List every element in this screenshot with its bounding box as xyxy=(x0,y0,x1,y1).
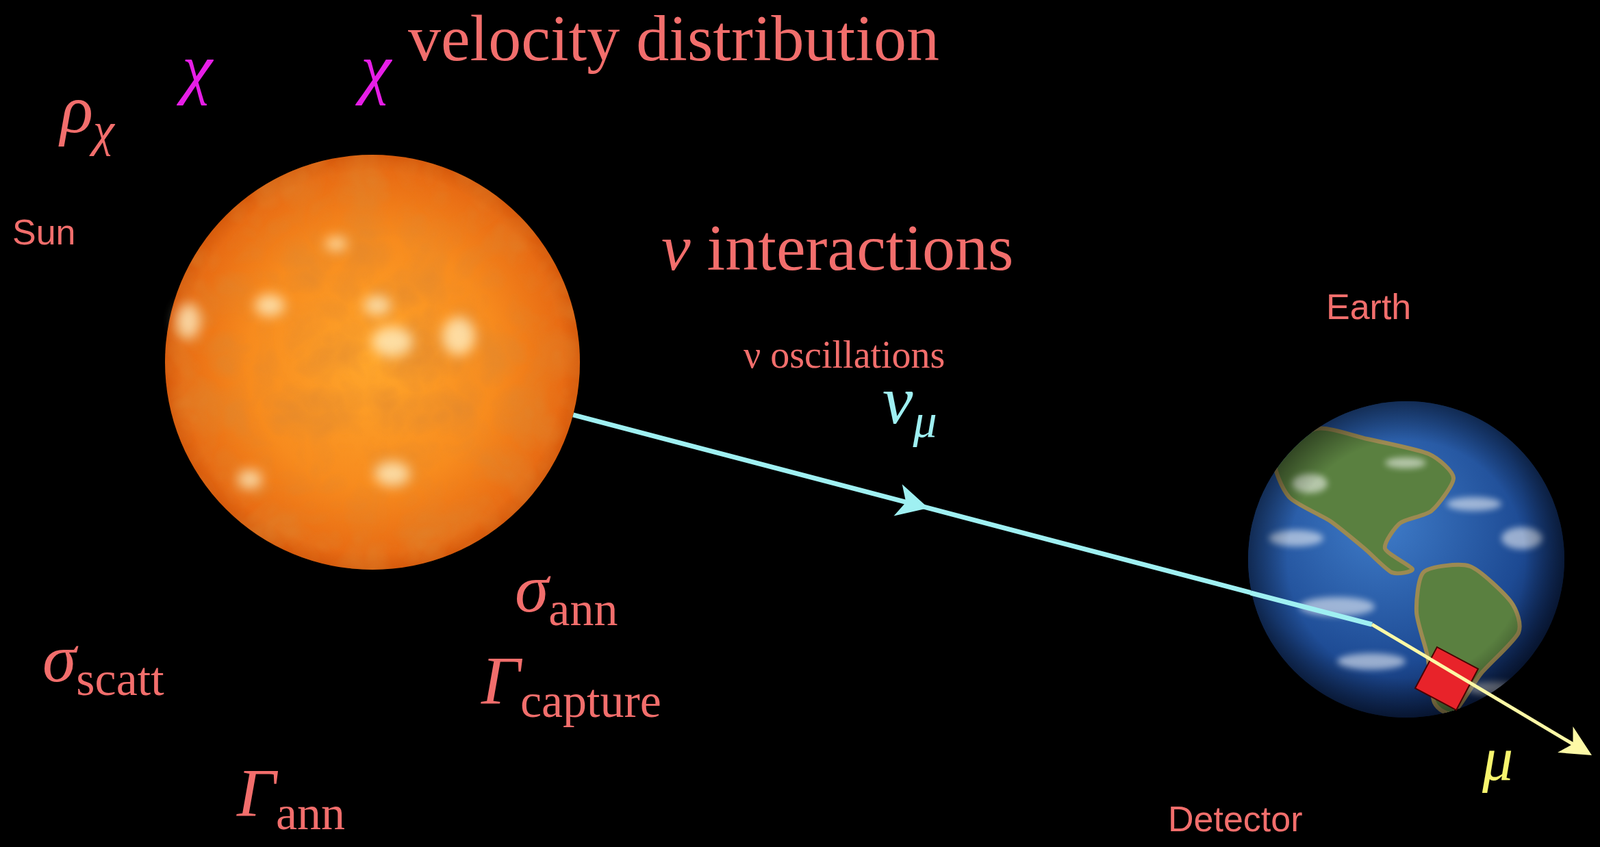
muon-arrowhead xyxy=(1557,726,1592,756)
sun-body: Sun xyxy=(164,154,580,570)
detector-box: Detector xyxy=(1419,651,1475,706)
math-symbol: σscatt xyxy=(42,624,165,693)
label-slot: Γcapture xyxy=(481,646,662,715)
body-name: Earth xyxy=(1326,288,1412,325)
parameter-label: velocity distribution xyxy=(408,5,940,72)
label-slot: μ xyxy=(1482,728,1514,791)
math-symbol: Γann xyxy=(236,758,346,828)
parameter-label: ν interactions xyxy=(661,214,1014,281)
sun-body-shape xyxy=(164,154,580,570)
label-slot: χ xyxy=(182,34,213,103)
symbol-main: σ xyxy=(42,620,76,697)
sun-spot xyxy=(363,295,391,315)
label-slot: ν oscillations xyxy=(743,335,945,374)
earth-ocean xyxy=(1248,401,1565,718)
sun-disc xyxy=(164,154,580,570)
text-slot: Sun xyxy=(12,214,76,250)
parameter-label: ν oscillations xyxy=(743,335,945,374)
detector-box-shape xyxy=(1419,651,1475,706)
symbol-main: χ xyxy=(182,30,213,107)
sun-spot xyxy=(325,236,348,251)
earth-shade xyxy=(1248,401,1565,718)
sun-spot xyxy=(175,303,201,339)
symbol-subscript: ann xyxy=(548,582,618,636)
muon-track xyxy=(1372,624,1574,745)
detector-name: Detector xyxy=(1167,801,1303,837)
text-slot: Earth xyxy=(1326,288,1412,325)
symbol-main: Γ xyxy=(481,642,521,719)
math-symbol: Γcapture xyxy=(481,646,662,715)
particle-symbol: χ xyxy=(360,34,391,103)
symbol-subscript: capture xyxy=(520,674,662,728)
neutrino-path xyxy=(573,414,1252,593)
text-slot: Detector xyxy=(1167,801,1303,837)
sun-spot xyxy=(374,461,411,487)
detector-volume xyxy=(1415,646,1479,710)
sun-spot xyxy=(371,326,413,357)
math-symbol: ρχ xyxy=(60,75,115,144)
edge-label-slot: νμ xyxy=(882,366,938,435)
symbol-subscript: ann xyxy=(275,786,346,840)
label-slot: χ xyxy=(360,34,391,103)
label-slot: σscatt xyxy=(42,624,165,693)
earth-body: EarthDetector xyxy=(1248,401,1565,718)
symbol-main: σ xyxy=(514,550,549,627)
symbol-main: Γ xyxy=(236,754,276,831)
sun-spot xyxy=(237,469,263,489)
body-name: Sun xyxy=(12,214,76,250)
label-slot: Γann xyxy=(236,758,346,828)
symbol-subscript: μ xyxy=(912,394,937,448)
sun-texture xyxy=(164,154,580,570)
label-slot: velocity distribution xyxy=(408,5,940,72)
symbol-main: ν xyxy=(882,362,913,439)
symbol-subscript: χ xyxy=(93,103,115,157)
sun-spot xyxy=(254,294,285,317)
particle-symbol: χ xyxy=(182,34,213,103)
symbol-main: χ xyxy=(360,30,391,107)
sun-spot xyxy=(442,316,476,356)
earth-body-shape xyxy=(1248,401,1565,718)
label-slot: ρχ xyxy=(60,75,115,144)
particle-symbol: μ xyxy=(1482,728,1514,791)
text-rest: interactions xyxy=(690,210,1014,285)
symbol-subscript: scatt xyxy=(75,652,164,706)
math-symbol: σann xyxy=(514,554,618,624)
sun-bright-spots xyxy=(175,236,476,489)
symbol-main: μ xyxy=(1482,725,1514,793)
label-slot: σann xyxy=(514,554,618,624)
label-slot: ν interactions xyxy=(661,214,1014,281)
particle-symbol: νμ xyxy=(882,366,938,435)
symbol-main: ν xyxy=(661,210,691,285)
symbol-main: ρ xyxy=(60,71,94,148)
neutrino-track-inside-earth xyxy=(1250,592,1373,625)
